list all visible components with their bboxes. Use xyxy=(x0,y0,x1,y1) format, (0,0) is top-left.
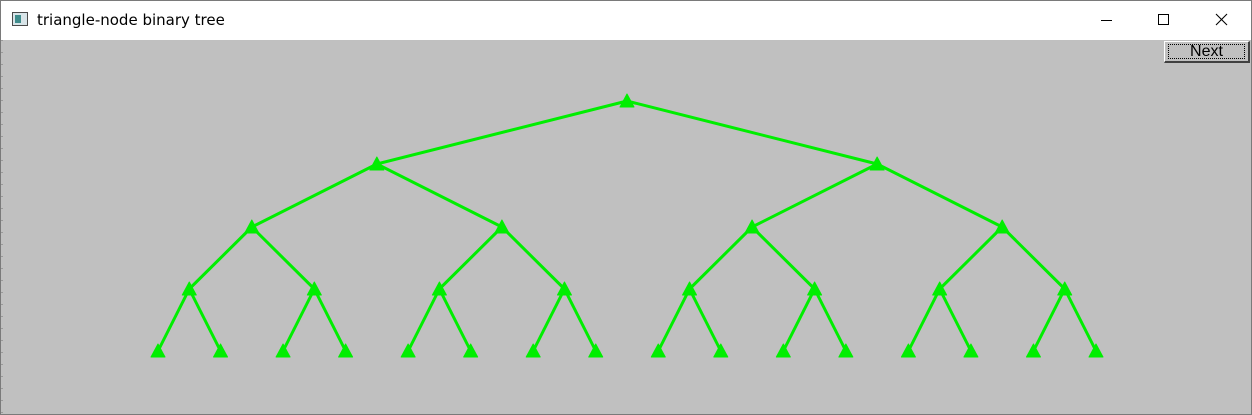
tree-node-triangle xyxy=(463,343,479,358)
app-icon xyxy=(12,12,28,26)
tree-edge xyxy=(751,225,816,291)
tree-node-triangle xyxy=(181,281,197,296)
tree-edges xyxy=(156,99,1098,352)
tree-edge xyxy=(876,162,1003,229)
tree-edge xyxy=(187,288,222,352)
tree-node-triangle xyxy=(869,156,885,171)
binary-tree xyxy=(150,93,1104,358)
tree-edge xyxy=(251,162,378,229)
canvas-edge xyxy=(1,40,3,414)
tree-node-triangle xyxy=(619,93,635,108)
tree-edge xyxy=(1063,288,1098,352)
next-button-label: Next xyxy=(1190,42,1223,60)
tree-node-triangle xyxy=(713,343,729,358)
tree-edge xyxy=(781,288,816,352)
tree-node-triangle xyxy=(963,343,979,358)
tree-node-triangle xyxy=(431,281,447,296)
tree-edge xyxy=(376,99,628,166)
tree-edge xyxy=(188,225,253,291)
maximize-icon xyxy=(1158,14,1169,25)
tree-edge xyxy=(376,162,503,229)
tree-node-triangle xyxy=(494,219,510,234)
tree-edge xyxy=(250,225,316,291)
tree-node-triangle xyxy=(900,343,916,358)
tree-edge xyxy=(688,225,754,291)
tree-edge xyxy=(688,288,723,352)
tree-edge xyxy=(1001,225,1066,291)
tree-edge xyxy=(938,288,973,352)
focus-outline xyxy=(1168,44,1245,59)
tree-node-triangle xyxy=(275,343,291,358)
tree-node-triangle xyxy=(744,219,760,234)
tree-edge xyxy=(907,288,942,352)
minimize-button[interactable] xyxy=(1077,1,1135,39)
tree-node-triangle xyxy=(369,156,385,171)
tree-node-triangle xyxy=(338,343,354,358)
close-button[interactable] xyxy=(1193,1,1251,39)
minimize-icon xyxy=(1101,20,1112,21)
tree-node-triangle xyxy=(1088,343,1104,358)
tree-node-triangle xyxy=(994,219,1010,234)
tree-node-triangle xyxy=(807,281,823,296)
tree-node-triangle xyxy=(556,281,572,296)
tree-node-triangle xyxy=(150,343,166,358)
tree-edge xyxy=(156,288,191,352)
title-bar[interactable]: triangle-node binary tree xyxy=(1,1,1251,39)
tree-edge xyxy=(813,288,848,352)
tree-edge xyxy=(406,288,441,352)
tree-edge xyxy=(656,288,691,352)
tree-node-triangle xyxy=(525,343,541,358)
tree-node-triangle xyxy=(306,281,322,296)
window-title: triangle-node binary tree xyxy=(37,11,225,29)
tree-node-triangle xyxy=(650,343,666,358)
tree-node-triangle xyxy=(400,343,416,358)
next-button[interactable]: Next xyxy=(1164,41,1250,63)
tree-node-triangle xyxy=(775,343,791,358)
tree-edge xyxy=(500,225,566,291)
tree-node-triangle xyxy=(932,281,948,296)
tree-node-triangle xyxy=(682,281,698,296)
close-icon xyxy=(1215,13,1228,26)
tree-edge xyxy=(1032,288,1067,352)
tree-edge xyxy=(938,225,1004,291)
tree-edge xyxy=(626,99,878,166)
tree-edge xyxy=(281,288,316,352)
drawing-canvas: Next xyxy=(1,40,1251,414)
tree-edge xyxy=(312,288,347,352)
tree-edge xyxy=(438,288,473,352)
tree-node-triangle xyxy=(244,219,260,234)
tree-nodes xyxy=(150,93,1104,358)
tree-edge xyxy=(563,288,598,352)
tree-edge xyxy=(531,288,566,352)
tree-node-triangle xyxy=(1025,343,1041,358)
tree-node-triangle xyxy=(213,343,229,358)
maximize-button[interactable] xyxy=(1135,1,1193,39)
tree-node-triangle xyxy=(1057,281,1073,296)
tree-edge xyxy=(438,225,503,291)
tree-edge xyxy=(751,162,878,229)
tree-node-triangle xyxy=(838,343,854,358)
tree-node-triangle xyxy=(588,343,604,358)
